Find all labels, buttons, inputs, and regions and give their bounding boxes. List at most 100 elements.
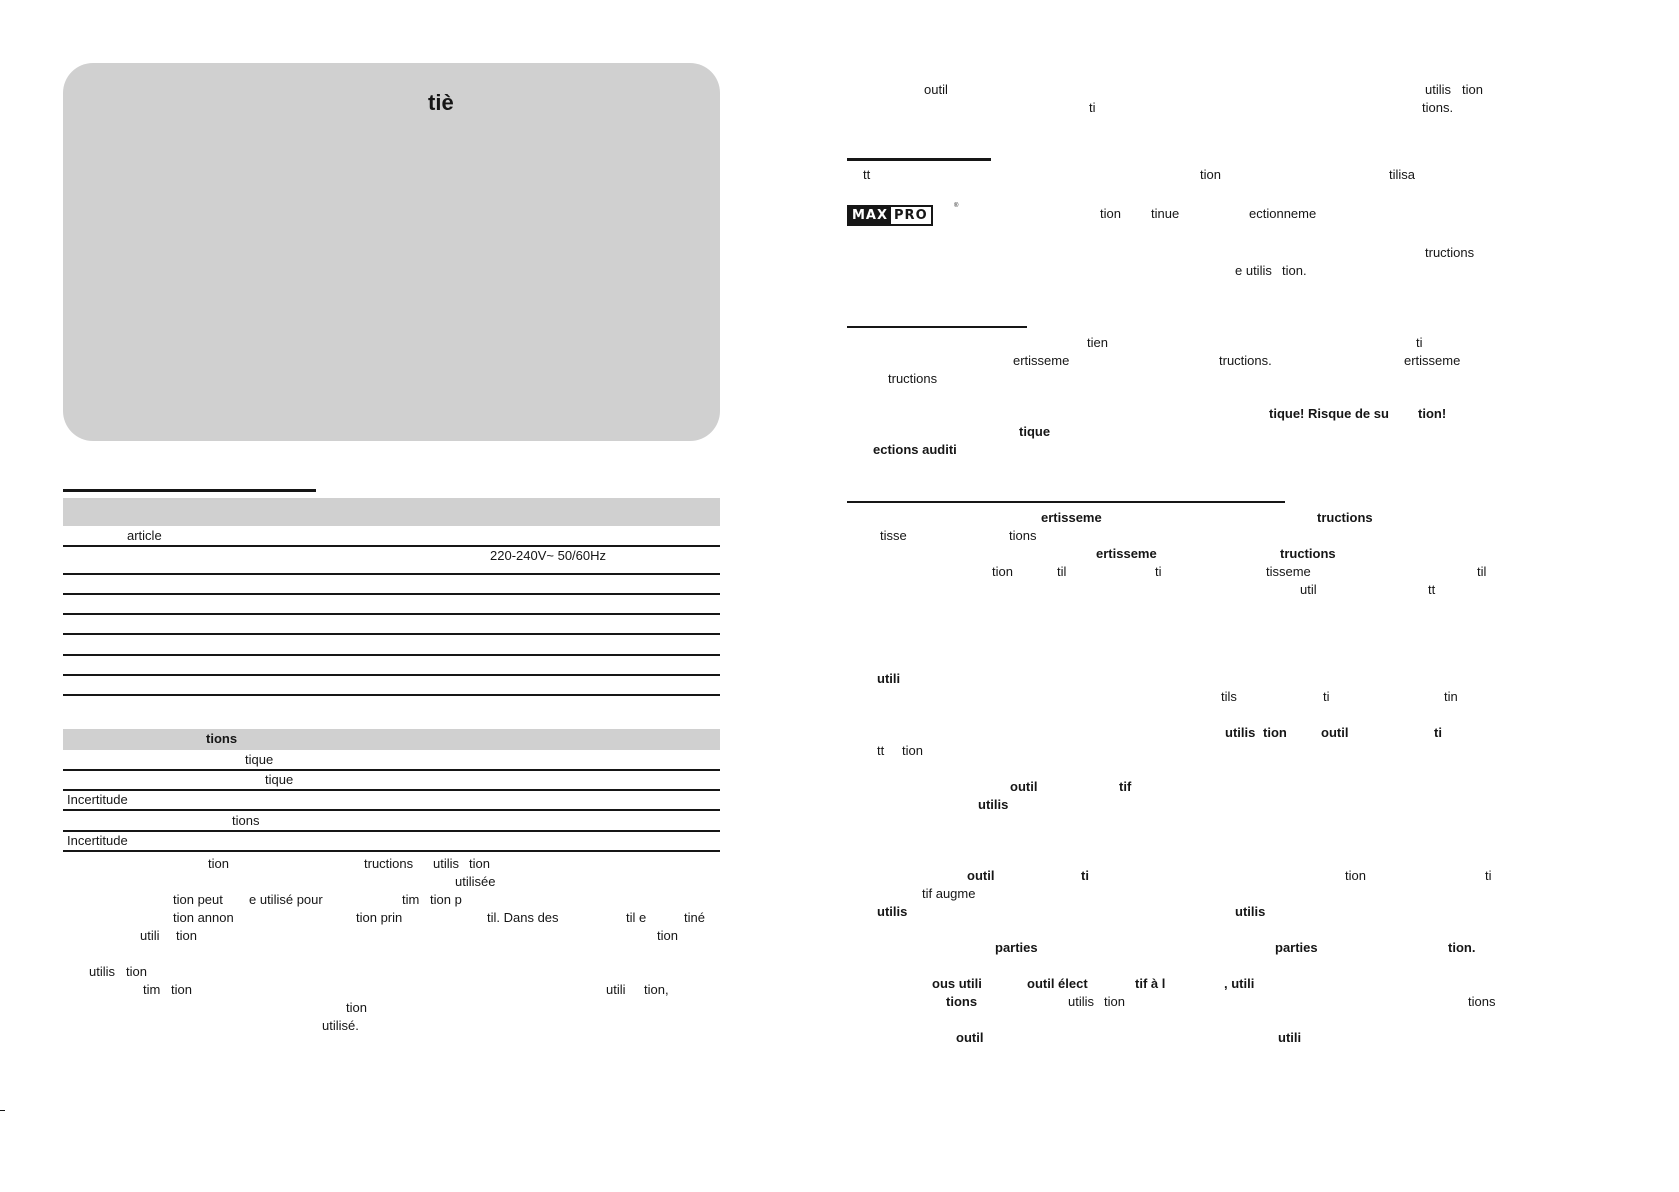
body-text-fragment: tion [126,964,147,979]
warning-text-fragment: outil [1321,725,1349,740]
table-rule [63,830,720,832]
body-text-fragment: tion [171,982,192,997]
body-text-fragment: ertisseme [1013,353,1070,368]
brand-logo-max: MAX [849,207,892,224]
body-text-fragment: tructions [1425,245,1475,260]
body-text-fragment: tin [1444,689,1458,704]
body-text-fragment: utili [606,982,626,997]
body-text-fragment: tif augme [922,886,976,901]
body-text-fragment: ectionneme [1249,206,1317,221]
body-text-fragment: tion, [644,982,669,997]
warning-text-fragment: outil élect [1027,976,1088,991]
section-heading-rule [63,489,316,492]
body-text-fragment: ti [1485,868,1492,883]
table-rule [63,573,720,575]
body-text-fragment: outil [924,82,948,97]
spec-value: 220-240V~ 50/60Hz [490,548,607,563]
body-text-fragment: tructions [364,856,414,871]
warning-text-fragment: ti [1081,868,1089,883]
body-text-fragment: e utilis [1235,263,1272,278]
body-text-fragment: ti [1416,335,1423,350]
table-rule [63,654,720,656]
body-text-fragment: tions [1009,528,1037,543]
table-rule [63,674,720,676]
body-text-fragment: tien [1087,335,1108,350]
body-text-fragment: tion [657,928,678,943]
body-text-fragment: utilis [1068,994,1095,1009]
brand-logo: MAX PRO [847,205,933,226]
body-text-fragment: tion [176,928,197,943]
body-text-fragment: tisse [880,528,907,543]
warning-text-fragment: ections auditi [873,442,957,457]
notice-box: tiè [63,63,720,441]
measurement-header: tions [206,731,238,746]
table-rule [63,809,720,811]
notice-title: tiè [428,90,454,115]
table-rule [63,769,720,771]
warning-text-fragment: tions [946,994,978,1009]
body-text-fragment: tion annon [173,910,234,925]
body-text-fragment: tim [402,892,420,907]
body-text-fragment: tion. [1282,263,1307,278]
body-text-fragment: tion [902,743,923,758]
warning-text-fragment: ous utili [932,976,982,991]
measurement-row-label: tique [245,752,274,767]
body-text-fragment: tion peut [173,892,223,907]
warning-text-fragment: ti [1434,725,1442,740]
body-text-fragment: tion [992,564,1013,579]
warning-text-fragment: utilis [1225,725,1256,740]
table-rule [63,613,720,615]
body-text-fragment: tim [143,982,161,997]
body-text-fragment: ti [1323,689,1330,704]
warning-text-fragment: tif à l [1135,976,1166,991]
body-text-fragment: tt [877,743,885,758]
warning-text-fragment: utili [1278,1030,1302,1045]
table-rule [63,694,720,696]
body-text-fragment: tion [1345,868,1366,883]
body-text-fragment: tion p [430,892,462,907]
body-text-fragment: tion prin [356,910,403,925]
measurement-row-label: tique [265,772,294,787]
table-header-bar [63,729,720,750]
body-text-fragment: tructions [888,371,938,386]
warning-text-fragment: outil [1010,779,1038,794]
body-text-fragment: util [1300,582,1317,597]
warning-text-fragment: tion. [1448,940,1476,955]
warning-text-fragment: tion! [1418,406,1447,421]
table-header-bar [63,498,720,526]
body-text-fragment: tt [1428,582,1436,597]
body-text-fragment: tion [1100,206,1121,221]
measurement-row-label: Incertitude [67,833,128,848]
warning-text-fragment: tif [1119,779,1132,794]
body-text-fragment: tilisa [1389,167,1416,182]
warning-text-fragment: utilis [978,797,1009,812]
section-heading-rule [847,158,991,161]
warning-text-fragment: , utili [1224,976,1255,991]
table-rule [63,850,720,852]
warning-text-fragment: tique! Risque de su [1269,406,1389,421]
warning-text-fragment: parties [995,940,1038,955]
body-text-fragment: til. Dans des [487,910,559,925]
table-rule [63,593,720,595]
body-text-fragment: utilis [433,856,460,871]
section-heading-rule [847,501,1285,503]
body-text-fragment: tion [1462,82,1483,97]
body-text-fragment: ti [1089,100,1096,115]
warning-text-fragment: tique [1019,424,1051,439]
body-text-fragment: ti [1155,564,1162,579]
measurement-row-label: Incertitude [67,792,128,807]
edge-mark [0,1110,5,1111]
registered-mark: ® [954,203,959,209]
body-text-fragment: til [1477,564,1487,579]
body-text-fragment: tions. [1422,100,1454,115]
body-text-fragment: tinue [1151,206,1180,221]
warning-text-fragment: outil [967,868,995,883]
table-rule [63,545,720,547]
warning-text-fragment: utilis [1235,904,1266,919]
warning-text-fragment: utilis [877,904,908,919]
warning-text-fragment: utili [877,671,901,686]
body-text-fragment: tion [1104,994,1125,1009]
body-text-fragment: tion [208,856,229,871]
warning-text-fragment: ertisseme [1041,510,1102,525]
body-text-fragment: tions [1468,994,1496,1009]
